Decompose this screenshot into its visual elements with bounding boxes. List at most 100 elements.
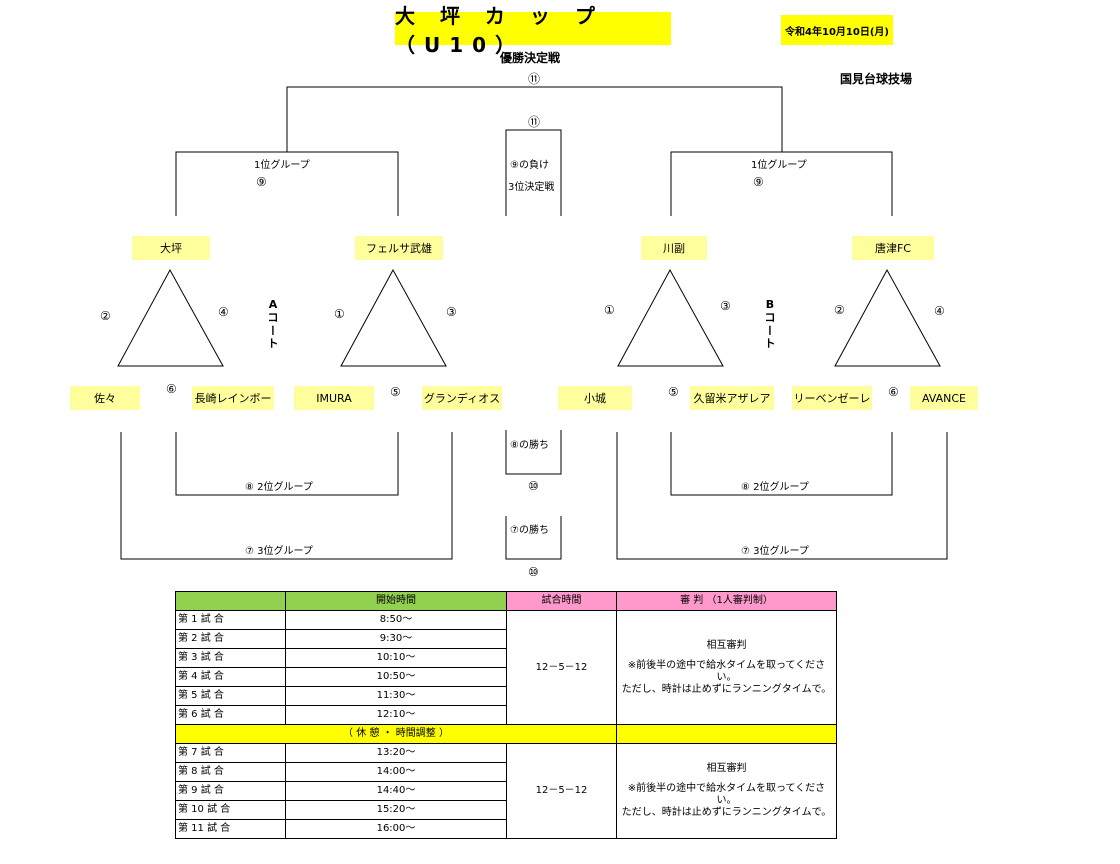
mark-b1-left: ① [604,303,615,317]
mark-a1-left: ② [100,309,111,323]
time-cell: 12:10～ [285,705,507,725]
time-cell: 10:10～ [285,648,507,668]
right-first-group-line [671,152,892,216]
court-a-char: コ [267,311,279,324]
win7-match-number: ⑩ [528,565,539,579]
mark-b2-bottom: ⑥ [888,385,899,399]
duration-cell: 12－5－12 [506,743,617,839]
final-match-number: ⑪ [528,72,541,86]
right-third-group-line [617,432,947,559]
team-box-left-6: グランディオス [422,386,502,410]
mark-b2-left: ② [834,303,845,317]
game-cell: 第 6 試 合 [175,705,286,725]
table-row: 第 9 試 合 14:40～ [175,781,837,801]
time-cell: 16:00～ [285,819,507,839]
team-box-right-2: 唐津FC [852,236,934,260]
win7-box-line [506,516,561,559]
win8-match-number: ⑩ [528,479,539,493]
mark-a1-bottom: ⑥ [166,382,177,396]
court-b-char: コ [764,311,776,324]
time-cell: 9:30～ [285,629,507,649]
third-place-condition: ⑨の負け [510,160,549,171]
team-box-right-6: AVANCE [910,386,978,410]
team-box-right-3: 小城 [558,386,632,410]
table-row: 第 7 試 合 13:20～ 12－5－12 相互審判 ※前後半の途中で給水タイ… [175,743,837,839]
time-cell: 8:50～ [285,610,507,630]
win8-box-line [506,430,561,474]
team-box-left-3: 佐々 [70,386,140,410]
court-a-char: A [268,298,278,311]
left-third-group-line [121,432,452,559]
triangle-a1 [118,270,223,366]
duration-cell: 12－5－12 [506,610,617,725]
court-b-char: ト [764,337,776,350]
time-cell: 13:20～ [285,743,507,763]
header-duration: 試合時間 [506,591,617,611]
game-cell: 第 1 試 合 [175,610,286,630]
left-third-group-label: ⑦ 3位グループ [245,546,313,557]
team-box-left-5: IMURA [294,386,374,410]
court-b-char: B [765,298,775,311]
time-cell: 11:30～ [285,686,507,706]
time-cell: 10:50～ [285,667,507,687]
right-second-group-line [671,432,892,495]
win8-label: ⑧の勝ち [510,440,549,451]
court-a-char: ー [266,325,279,336]
table-row: 第 1 試 合 8:50～ 12－5－12 相互審判 ※前後半の途中で給水タイム… [175,610,837,725]
left-first-group-line [176,152,398,216]
team-box-right-1: 川副 [641,236,707,260]
team-box-right-4: 久留米アザレア [690,386,774,410]
left-second-group-label: ⑧ 2位グループ [245,482,313,493]
game-cell: 第 5 試 合 [175,686,286,706]
team-box-left-4: 長崎レインボー [192,386,274,410]
court-a-label: A コ ー ト [266,298,280,350]
court-b-char: ー [763,325,776,336]
header-game [175,591,286,611]
final-bracket-line [287,87,782,152]
referee-title: 相互審判 [706,639,747,651]
referee-note: ただし、時計は止めずにランニングタイムで。 [621,683,832,695]
left-first-group-label: 1位グループ [254,160,310,171]
game-cell: 第 9 試 合 [175,781,286,801]
referee-title: 相互審判 [706,763,747,774]
schedule-table: 開始時間 試合時間 審 判 （1人審判制） 第 1 試 合 8:50～ 12－5… [175,591,837,839]
table-row: 第 8 試 合 14:00～ [175,762,837,782]
mark-b1-right: ③ [720,299,731,313]
header-start-time: 開始時間 [285,591,507,611]
mark-a2-bottom: ⑤ [390,385,401,399]
team-box-right-5: リーベンゼーレ [792,386,872,410]
table-row: 第 4 試 合 10:50～ [175,667,837,687]
left-second-group-line [176,432,398,495]
left-first-group-match: ⑨ [256,175,267,189]
game-cell: 第 4 試 合 [175,667,286,687]
court-a-char: ト [267,337,279,350]
break-empty [616,724,837,744]
mark-a2-right: ③ [446,305,457,319]
third-place-box-line [506,130,561,216]
game-cell: 第 7 試 合 [175,743,286,763]
right-third-group-label: ⑦ 3位グループ [741,546,809,557]
game-cell: 第 2 試 合 [175,629,286,649]
right-first-group-label: 1位グループ [751,160,807,171]
page-title: 大 坪 カ ッ プ （U10） [395,4,671,57]
mark-b1-bottom: ⑤ [668,385,679,399]
win7-label: ⑦の勝ち [510,525,549,536]
team-box-left-1: 大坪 [132,236,210,260]
mark-b2-right: ④ [934,304,945,318]
time-cell: 14:40～ [285,781,507,801]
triangle-b1 [618,270,723,366]
referee-cell: 相互審判 ※前後半の途中で給水タイムを取ってください。 ただし、時計は止めずにラ… [616,743,837,839]
game-cell: 第 8 試 合 [175,762,286,782]
triangle-a2 [341,270,446,366]
break-row: （ 休 憩 ・ 時間調整 ） [175,724,837,744]
time-cell: 15:20～ [285,800,507,820]
time-cell: 14:00～ [285,762,507,782]
referee-cell: 相互審判 ※前後半の途中で給水タイムを取ってください。 ただし、時計は止めずにラ… [616,610,837,725]
third-place-label: 3位決定戦 [508,182,555,193]
venue-label: 国見台球技場 [840,72,913,86]
game-cell: 第 11 試 合 [175,819,286,839]
header-referee: 審 判 （1人審判制） [616,591,837,611]
referee-note: ※前後半の途中で給水タイムを取ってください。 [627,659,826,683]
